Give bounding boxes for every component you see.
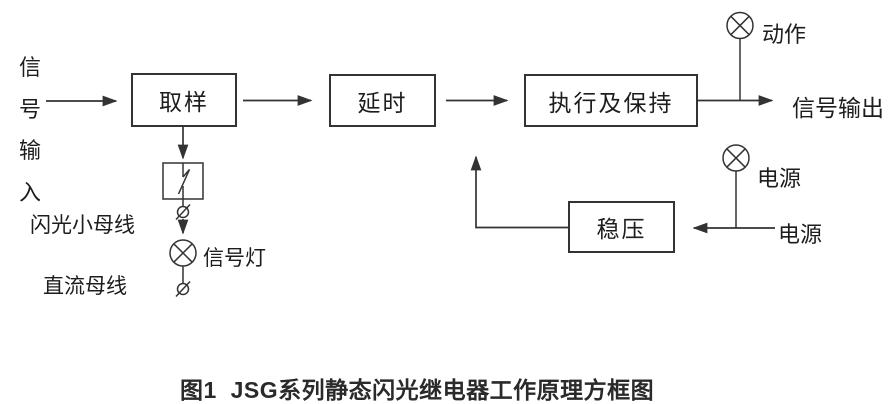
flash-bus-terminal-icon: [175, 203, 191, 221]
box-sampling-label: 取样: [159, 89, 209, 115]
box-delay-label: 延时: [357, 89, 408, 116]
box-regulator-label: 稳压: [596, 216, 647, 242]
box-execute-hold-label: 执行及保持: [548, 89, 674, 116]
box-execute-hold: 执行及保持: [524, 74, 698, 127]
action-lamp-label: 动作: [762, 22, 807, 47]
dc-bus-terminal-icon: [175, 280, 191, 298]
arrow-regulator-feedback: [470, 155, 568, 229]
box-sampling: 取样: [131, 73, 237, 127]
contact-switch-icon: [162, 162, 204, 200]
power-lamp-icon: [722, 144, 750, 172]
signal-input-label: 信 号 输 入: [18, 55, 41, 205]
power-source-label: 电源: [778, 222, 823, 247]
signal-output-label: 信号输出: [792, 95, 884, 121]
box-delay: 延时: [329, 74, 436, 127]
figure-caption: 图1 JSG系列静态闪光继电器工作原理方框图: [180, 377, 655, 403]
box-regulator: 稳压: [568, 201, 675, 253]
signal-lamp-label: 信号灯: [203, 247, 266, 270]
power-lamp-label: 电源: [757, 166, 802, 191]
flash-bus-label: 闪光小母线: [30, 214, 135, 237]
dc-bus-label: 直流母线: [43, 275, 127, 298]
action-lamp-icon: [726, 11, 754, 40]
signal-lamp-icon: [169, 239, 197, 267]
